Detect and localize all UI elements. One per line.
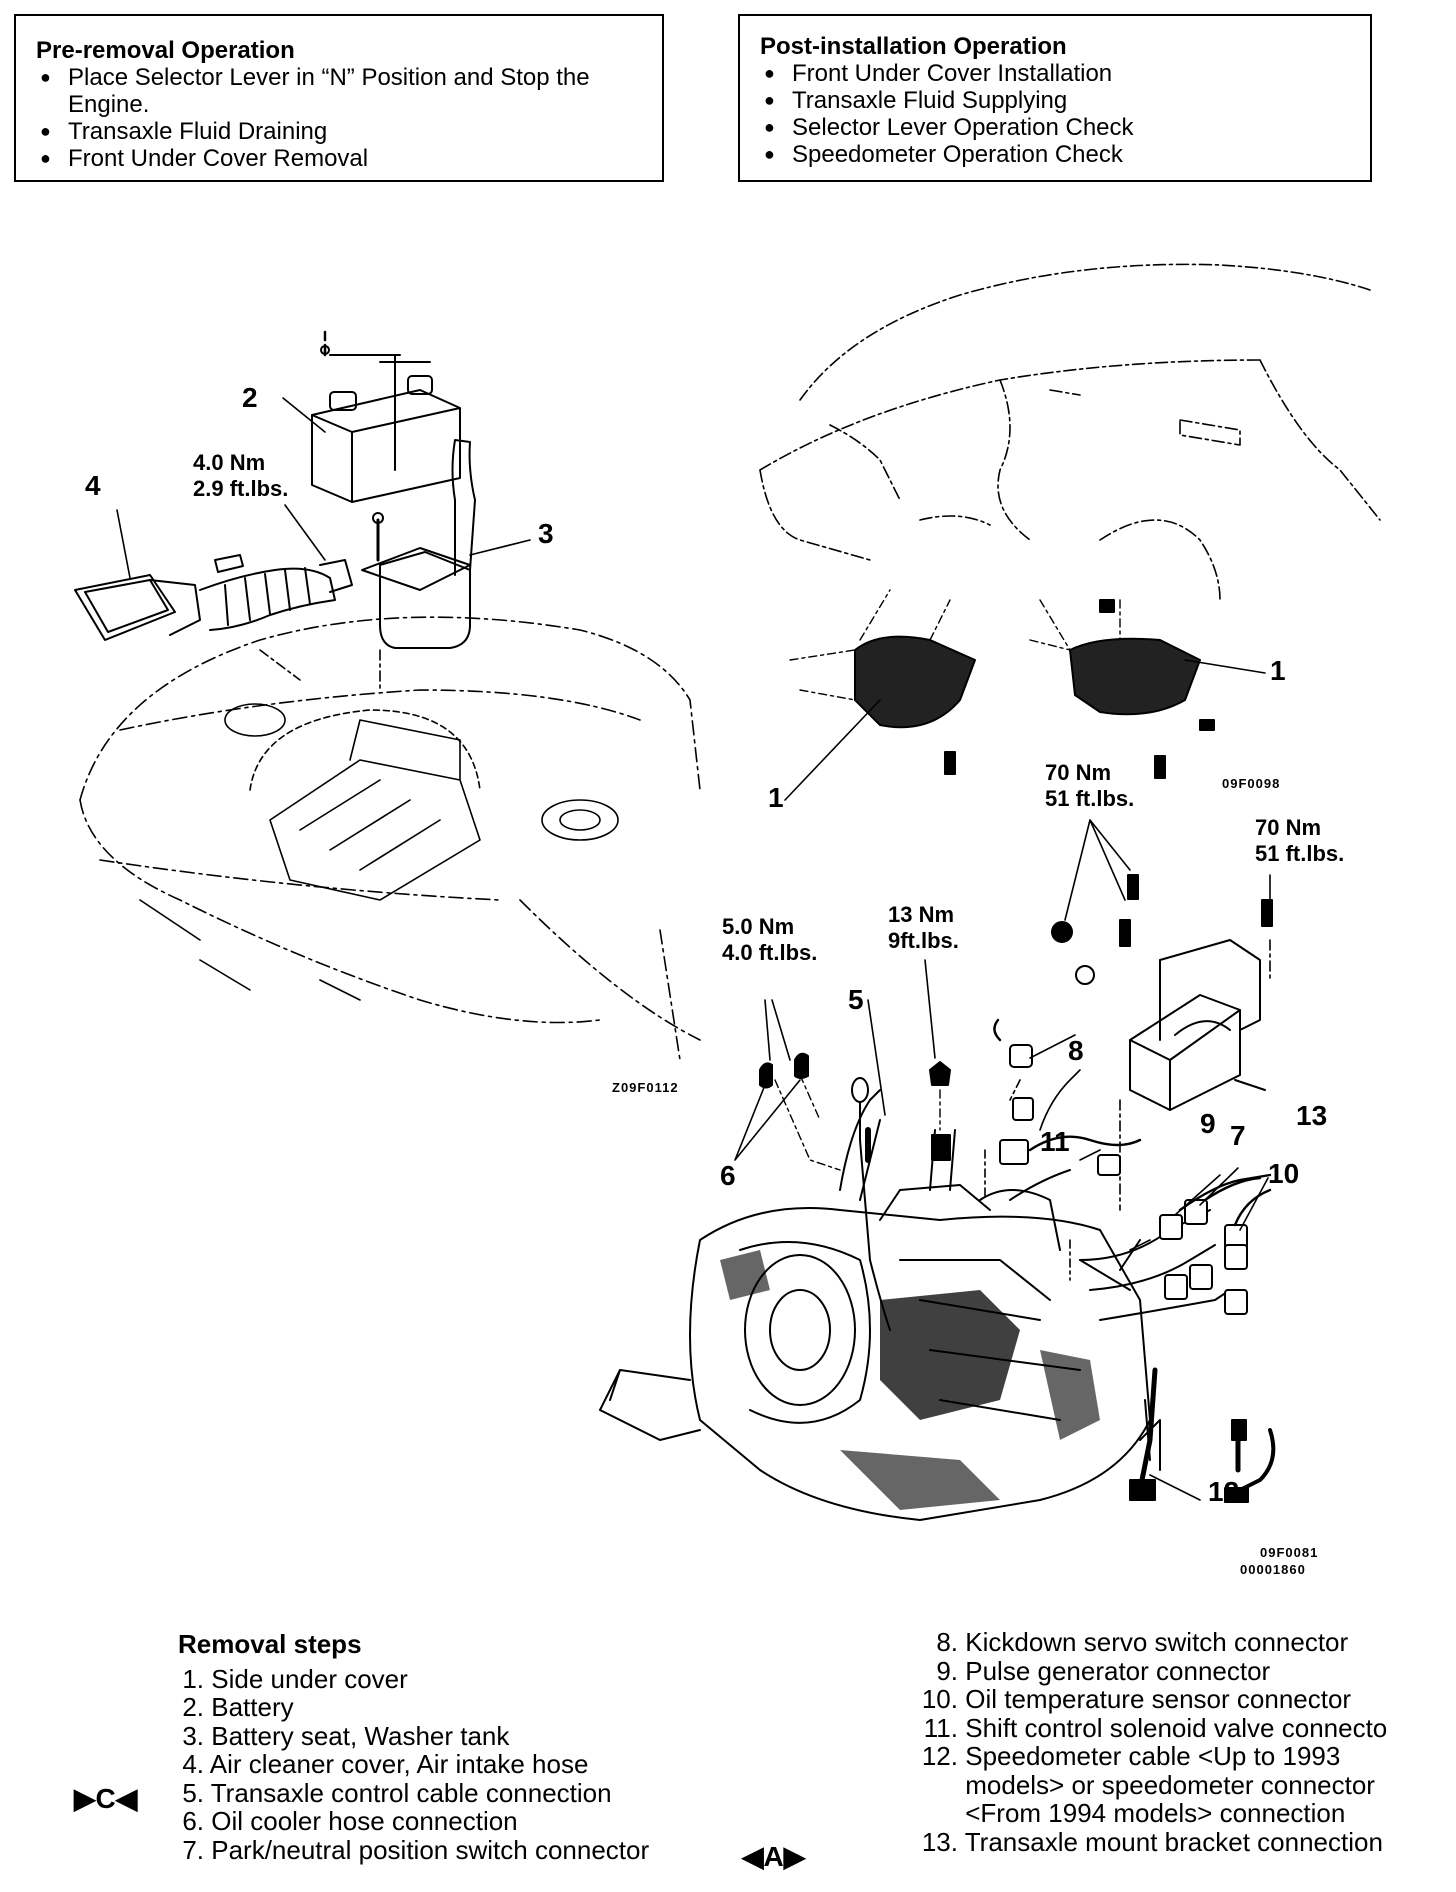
callout-8: 8 [1068,1035,1084,1066]
transaxle-shading [720,1250,1100,1510]
right-leader-lines [784,659,1266,801]
mount-leader-lines [1064,819,1271,981]
side-under-cover-left [789,589,976,729]
side-under-cover-right [1029,599,1201,716]
removal-step: 8. Kickdown servo switch connector [936,1627,1349,1657]
car-front-outline [759,263,1381,601]
callout-2: 2 [242,382,258,413]
callout-7: 7 [1230,1120,1246,1151]
callout-9: 9 [1200,1108,1216,1139]
figure-code: 09F0098 [1222,776,1281,791]
post-installation-item: Transaxle Fluid Supplying [760,87,1352,114]
torque-oil-cooler-hose: 5.0 Nm 4.0 ft.lbs. [722,914,818,965]
left-leader-lines [116,397,531,691]
mount-bracket-drawing [1129,939,1266,1111]
removal-step: 13. Transaxle mount bracket connection [921,1826,1383,1857]
removal-steps-right: 8. Kickdown servo switch connector 9. Pu… [910,1628,1387,1856]
removal-step: 1. Side under cover [182,1663,408,1694]
service-point-mark-a: ◀A▶ [742,1841,806,1872]
post-installation-title: Post-installation Operation [760,33,1067,60]
transaxle-drawing [599,1089,1231,1521]
removal-steps-title: Removal steps [178,1629,362,1659]
removal-step: 3. Battery seat, Washer tank [182,1720,510,1751]
removal-step: 2. Battery [182,1692,294,1722]
removal-step: 9. Pulse generator connector [936,1655,1271,1686]
post-installation-box: Post-installation Operation Front Under … [738,14,1372,182]
removal-step-continued: models> or speedometer connector [965,1769,1375,1800]
air-cleaner-drawing [74,554,353,641]
pre-removal-item: Transaxle Fluid Draining [36,118,656,145]
torque-control-cable: 13 Nm 9ft.lbs. [888,902,959,953]
mount-bolts [1051,874,1273,985]
pre-removal-list: Place Selector Lever in “N” Position and… [36,64,656,172]
service-point-mark-c: ▶C◀ [74,1783,138,1814]
removal-step: 7. Park/neutral position switch connecto… [182,1834,650,1865]
exploded-view-illustration [74,263,1381,1521]
removal-step: 12. Speedometer cable <Up to 1993 [921,1741,1341,1771]
callout-5: 5 [848,984,864,1015]
engine-bay-outline [79,616,701,1061]
callout-1-left: 1 [768,782,784,813]
post-installation-item: Front Under Cover Installation [760,60,1352,87]
speedometer-cable-drawing [1129,1367,1276,1503]
oil-cooler-hose-drawing [734,999,841,1171]
pre-removal-title: Pre-removal Operation [36,37,295,64]
callout-6: 6 [720,1160,736,1191]
post-installation-item: Speedometer Operation Check [760,141,1352,168]
callout-4: 4 [85,470,101,501]
removal-step: 10. Oil temperature sensor connector [921,1684,1352,1714]
callout-13: 13 [1296,1100,1328,1131]
post-installation-item: Selector Lever Operation Check [760,114,1352,141]
pre-removal-item: Place Selector Lever in “N” Position and… [36,64,656,118]
pre-removal-item: Front Under Cover Removal [36,145,656,172]
removal-step: 11. Shift control solenoid valve connect… [923,1712,1388,1743]
removal-steps-left: Removal steps 1. Side under cover 2. Bat… [178,1630,649,1864]
figure-code: Z09F0112 [612,1080,679,1095]
removal-step: 4. Air cleaner cover, Air intake hose [182,1749,589,1779]
callout-10: 10 [1268,1158,1300,1189]
torque-mount-bolts: 70 Nm 51 ft.lbs. [1045,760,1135,811]
removal-step: 6. Oil cooler hose connection [182,1806,518,1836]
cable-bolt-drawing [924,959,951,1161]
callout-12: 12 [1208,1476,1240,1507]
washer-tank-drawing [361,439,476,649]
connector-drawings [999,1044,1248,1315]
figure-code: 00001860 [1240,1562,1306,1577]
removal-step: 5. Transaxle control cable connection [182,1777,612,1808]
battery-drawing [311,330,461,503]
control-cable-drawing [851,999,891,1331]
callout-1-right: 1 [1270,655,1286,686]
cover-bolts [944,599,1215,779]
engine-manifold [139,703,619,1001]
callout-3: 3 [538,518,554,549]
torque-air-intake: 4.0 Nm 2.9 ft.lbs. [193,450,289,501]
torque-mount-bracket: 70 Nm 51 ft.lbs. [1255,815,1345,866]
figure-code: 09F0081 [1260,1545,1319,1560]
pre-removal-box: Pre-removal Operation Place Selector Lev… [14,14,664,182]
post-installation-list: Front Under Cover Installation Transaxle… [760,60,1352,168]
connector-leader-lines [984,1034,1269,1281]
removal-step-continued: <From 1994 models> connection [965,1798,1346,1828]
callout-11: 11 [1040,1126,1070,1157]
